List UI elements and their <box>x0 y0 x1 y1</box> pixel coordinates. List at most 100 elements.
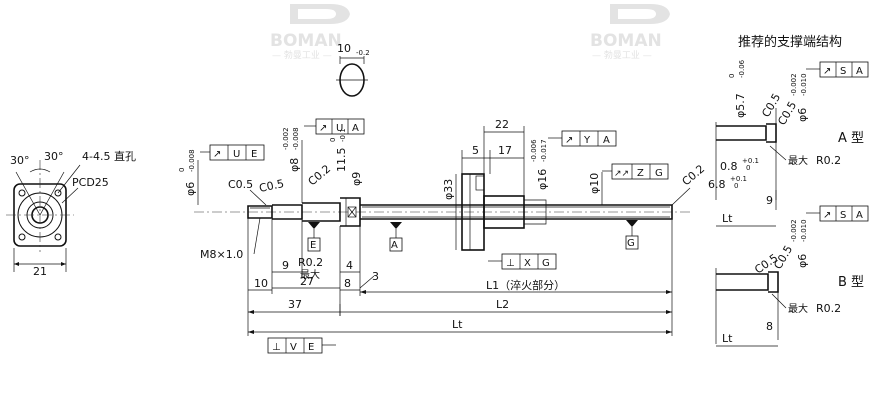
svg-text:37: 37 <box>288 298 302 311</box>
svg-text:0.8: 0.8 <box>720 160 738 173</box>
svg-text:φ33: φ33 <box>442 179 455 200</box>
svg-text:E: E <box>310 240 316 251</box>
svg-text:0: 0 <box>728 74 736 78</box>
svg-text:6.8: 6.8 <box>708 178 726 191</box>
svg-text:C0.5: C0.5 <box>258 177 285 195</box>
svg-text:φ6: φ6 <box>796 108 809 122</box>
svg-text:⊥: ⊥ <box>506 258 515 269</box>
svg-text:L2: L2 <box>496 298 509 311</box>
svg-text:9: 9 <box>766 194 773 207</box>
svg-text:E: E <box>251 149 257 160</box>
svg-text:+0.1: +0.1 <box>742 157 759 165</box>
svg-text:G: G <box>627 238 635 249</box>
datum-g: G <box>625 220 639 250</box>
svg-text:E: E <box>308 342 314 353</box>
svg-text:φ9: φ9 <box>350 172 363 186</box>
svg-text:8: 8 <box>344 277 351 290</box>
svg-text:C0.5: C0.5 <box>228 178 253 191</box>
svg-text:11.5: 11.5 <box>335 148 348 173</box>
svg-text:A: A <box>856 210 863 221</box>
svg-text:C0.2: C0.2 <box>306 162 334 188</box>
svg-text:最大: 最大 <box>788 154 808 167</box>
svg-text:↗: ↗ <box>213 149 221 160</box>
svg-text:A: A <box>603 135 610 146</box>
svg-text:S: S <box>840 66 846 77</box>
datum-a: A <box>389 222 403 252</box>
svg-text:-0.008: -0.008 <box>188 149 196 172</box>
svg-text:-0.06: -0.06 <box>738 59 746 78</box>
svg-text:V: V <box>290 342 297 353</box>
svg-text:-0.017: -0.017 <box>540 139 548 162</box>
svg-text:5: 5 <box>472 144 479 157</box>
svg-text:R0.2: R0.2 <box>816 302 841 315</box>
watermark-brand: BOMAN <box>270 31 342 51</box>
svg-text:φ10: φ10 <box>588 173 601 194</box>
svg-text:↗: ↗ <box>565 135 573 146</box>
svg-text:-0.002: -0.002 <box>282 127 290 150</box>
svg-text:U: U <box>233 149 240 160</box>
flange-end-view: 30° 30° 4-4.5 直孔 PCD25 21 <box>6 149 136 278</box>
svg-text:φ16: φ16 <box>536 169 549 190</box>
tol-frame-ya: ↗ Y A <box>548 130 617 147</box>
svg-text:0: 0 <box>734 182 738 190</box>
svg-text:4: 4 <box>346 259 353 272</box>
svg-text:Y: Y <box>583 135 591 146</box>
svg-text:G: G <box>542 258 550 269</box>
svg-text:A: A <box>856 66 863 77</box>
watermark-left: BOMAN — 勃曼工业 — <box>270 4 350 61</box>
svg-text:Lt: Lt <box>722 332 733 345</box>
svg-text:S: S <box>840 210 846 221</box>
svg-text:φ6: φ6 <box>184 182 197 196</box>
svg-text:C0.2: C0.2 <box>680 162 708 188</box>
support-b: ↗ S A φ6 -0.002 -0.010 C0.5 C0.5 B 型 最大 … <box>715 205 869 347</box>
svg-text:10: 10 <box>254 277 268 290</box>
type-b-label: B 型 <box>838 275 864 290</box>
support-title: 推荐的支撑端结构 <box>738 34 842 50</box>
svg-text:最大: 最大 <box>788 302 808 315</box>
svg-text:X: X <box>524 258 531 269</box>
svg-text:R0.2: R0.2 <box>816 154 841 167</box>
svg-text:17: 17 <box>498 144 512 157</box>
support-a: A 型 ↗ S A φ5.7 0 -0.06 C0.5 C0.5 φ6 -0.0… <box>708 59 869 227</box>
width-label: 21 <box>33 265 47 278</box>
svg-text:3: 3 <box>372 270 379 283</box>
svg-text:22: 22 <box>495 118 509 131</box>
svg-text:+0.1: +0.1 <box>730 175 747 183</box>
svg-text:⊥: ⊥ <box>272 342 281 353</box>
watermark-brand-2: BOMAN <box>590 31 662 51</box>
tol-frame-zg: ↗↗ Z G <box>602 163 669 180</box>
svg-text:-0.002: -0.002 <box>790 73 798 96</box>
ball-screw-shaft <box>194 173 690 251</box>
svg-text:↗: ↗ <box>823 66 831 77</box>
dim-10-label: 10 <box>337 42 351 55</box>
svg-text:-0.008: -0.008 <box>292 127 300 150</box>
svg-text:L1（淬火部分）: L1（淬火部分） <box>486 278 565 292</box>
tol-frame-ue: ↗ U E <box>200 144 265 161</box>
svg-text:8: 8 <box>766 320 773 333</box>
angle-right-label: 30° <box>44 150 64 163</box>
type-a-label: A 型 <box>838 131 864 146</box>
svg-text:↗: ↗ <box>319 123 327 134</box>
section-view: 10 -0.2 <box>336 42 370 97</box>
svg-text:M8×1.0: M8×1.0 <box>200 248 243 261</box>
svg-text:U: U <box>336 123 343 134</box>
svg-text:Lt: Lt <box>452 318 463 331</box>
pcd-label: PCD25 <box>72 176 109 189</box>
svg-text:R0.2: R0.2 <box>298 256 323 269</box>
shaft-dims: φ6 0 -0.008 φ8 -0.002 -0.008 11.5 0 -0.1… <box>178 127 707 281</box>
svg-text:A: A <box>391 240 398 251</box>
svg-text:-0.006: -0.006 <box>530 139 538 162</box>
svg-text:0: 0 <box>178 168 186 172</box>
svg-text:φ5.7: φ5.7 <box>734 93 747 118</box>
svg-text:φ8: φ8 <box>288 158 301 172</box>
svg-text:Z: Z <box>637 168 644 179</box>
watermark-sub-2: — 勃曼工业 — <box>592 49 652 61</box>
svg-text:↗: ↗ <box>823 210 831 221</box>
tol-frame-xg: ⊥ X G <box>488 253 557 270</box>
svg-text:φ6: φ6 <box>796 254 809 268</box>
watermark-sub: — 勃曼工业 — <box>272 49 332 61</box>
tol-frame-ua: ↗ U A <box>304 118 365 135</box>
watermark-right: BOMAN — 勃曼工业 — <box>590 4 670 61</box>
svg-text:↗↗: ↗↗ <box>614 169 629 179</box>
